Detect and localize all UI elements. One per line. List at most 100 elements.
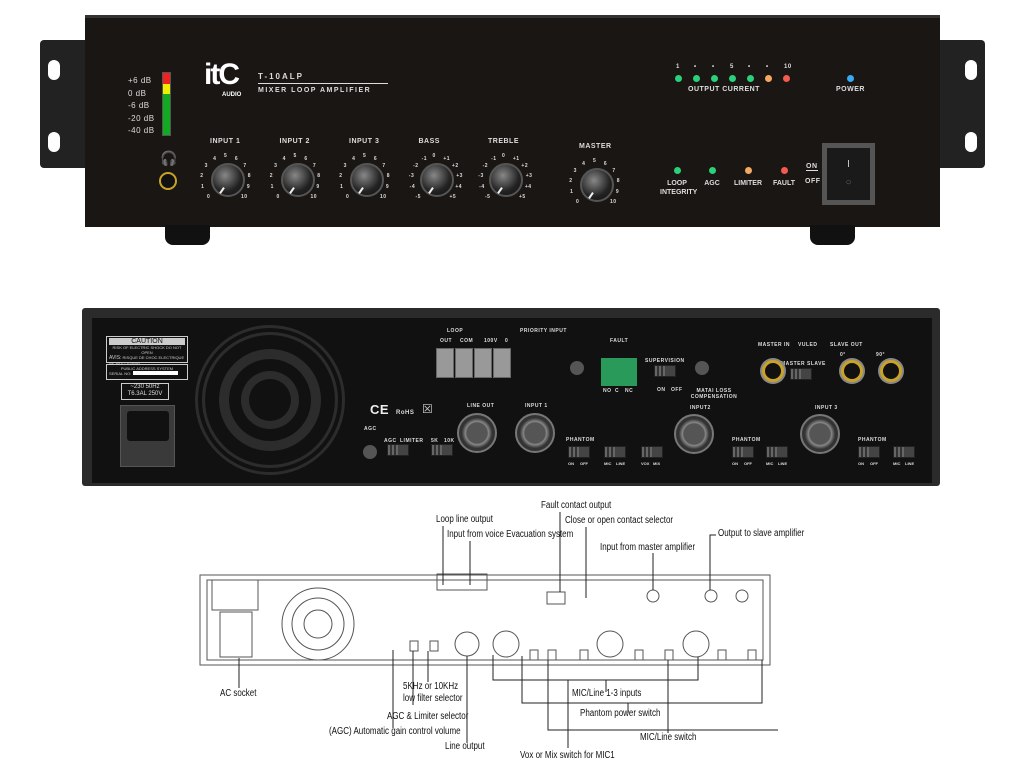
master-knob[interactable] [580,168,614,202]
callout-input-master: Input from master amplifier [600,542,696,553]
fault-terminal-block[interactable] [601,358,637,386]
toggle-switch[interactable] [893,446,915,458]
knob-input-2-scale-mark: 8 [317,173,321,180]
rack-ear-right [935,40,985,168]
phantom-label: PHANTOM [858,437,887,443]
caution-label: CAUTION RISK OF ELECTRIC SHOCK DO NOT OP… [106,336,188,366]
10k-label: 10K [444,438,455,444]
knob-treble-scale-mark: 0 [502,153,506,159]
brand-sub: AUDIO [222,92,242,98]
slave-out-label: SLAVE OUT [830,342,863,348]
knob-input-3-scale-mark: 2 [339,173,343,180]
loop-priority-terminal[interactable] [474,348,492,378]
callout-vox-mix: Vox or Mix switch for MIC1 [520,750,615,761]
priority-label: PRIORITY INPUT [520,328,567,334]
slide-switch[interactable] [790,368,812,380]
line-out-xlr[interactable] [457,413,497,453]
master-scale-mark: 7 [612,167,616,174]
slide-switch[interactable] [431,444,453,456]
ac-socket[interactable] [120,405,175,467]
input-xlr[interactable] [800,414,840,454]
slave-0-label: 0° [840,352,846,358]
knob-bass-knob[interactable] [419,163,454,197]
toggle-switch[interactable] [568,446,590,458]
diagram-chassis [199,574,771,666]
knob-input-3-scale-mark: 3 [343,162,347,169]
slide-switch[interactable] [387,444,409,456]
output-current-led [729,75,736,82]
knob-input-1-scale-mark: 0 [207,193,211,200]
knob-input-2-scale-mark: 0 [276,193,280,200]
master-label: MASTER [579,143,612,150]
knob-input-3-scale-mark: 0 [346,193,350,200]
knob-input-1-scale-mark: 9 [246,184,251,191]
headphone-icon: 🎧 [160,150,178,166]
master-scale-mark: 4 [582,160,586,167]
headphone-jack[interactable] [159,172,177,190]
loop-priority-terminal[interactable] [436,348,454,378]
output-current-tick: • [712,64,715,70]
audio-jack[interactable] [762,360,784,382]
master-scale-mark: 10 [609,198,617,205]
toggle-switch[interactable] [766,446,788,458]
knob-input-2-scale-mark: 2 [269,173,274,180]
input1-label: INPUT 1 [525,403,548,409]
knob-input-1-scale-mark: 3 [204,162,208,169]
knob-treble-knob[interactable] [489,163,523,197]
slave-90-label: 90° [876,352,886,358]
knob-input-2-scale-mark: 1 [270,184,274,191]
knob-treble-scale-mark: -3 [478,173,484,180]
knob-input-2-scale-mark: 7 [312,162,317,169]
input-xlr[interactable] [515,413,555,453]
loop-label: LOOP [447,328,464,334]
switch-label: ON [732,461,738,466]
toggle-switch[interactable] [641,446,663,458]
switch-label: MIC [893,461,901,466]
input-xlr[interactable] [674,414,714,454]
knob-input-1-knob[interactable] [211,163,245,197]
slide-switch[interactable] [654,365,676,377]
model-name: T-10ALP [258,72,305,81]
knob-input-1-scale-mark: 2 [200,173,204,180]
phantom-label: PHANTOM [732,437,761,443]
toggle-switch[interactable] [858,446,880,458]
switch-label: OFF [870,461,878,466]
switch-label: OFF [744,461,752,466]
supervision-off-label: OFF [671,387,683,393]
supervision-label: SUPERVISION [645,358,685,364]
loop-priority-terminal[interactable] [493,348,511,378]
audio-jack[interactable] [841,360,863,382]
power-switch[interactable]: I○ [822,143,875,205]
knob-treble-scale-mark: +3 [525,173,533,180]
audio-jack[interactable] [880,360,902,382]
knob-input-3-scale-mark: 7 [382,162,386,169]
master-scale-mark: 3 [573,167,577,174]
knob-input-3-scale-mark: 8 [386,173,390,180]
knob-input-1-scale-mark: 8 [247,173,251,180]
input3-label: INPUT 3 [815,405,838,411]
knob-treble-scale-mark: +5 [518,193,526,200]
fan-grille [195,325,345,475]
knob-input-2-knob[interactable] [280,163,315,197]
callout-close-open: Close or open contact selector [565,515,674,526]
toggle-switch[interactable] [604,446,626,458]
knob-input-2-scale-mark: 9 [316,184,320,191]
status-label: LOOP INTEGRITY [660,180,698,196]
status-label: LIMITER [734,180,762,187]
toggle-switch[interactable] [732,446,754,458]
callout-voice-evac: Input from voice Evacuation system [447,529,574,540]
output-current-tick: • [766,64,769,70]
loop-priority-terminal[interactable] [455,348,473,378]
knob-treble-scale-mark: +2 [521,162,529,169]
meter-label: -6 dB [128,101,150,110]
0v-label: 0 [505,338,509,344]
trim-potentiometer[interactable] [695,361,709,375]
knob-input-3-knob[interactable] [350,163,384,197]
fault-no-label: NO [603,388,612,394]
status-led-loop-integrity [674,167,681,174]
trim-potentiometer[interactable] [570,361,584,375]
master-in-label: MASTER IN [758,342,790,348]
trim-potentiometer[interactable] [363,445,377,459]
knob-input-3-scale-mark: 4 [352,155,356,162]
